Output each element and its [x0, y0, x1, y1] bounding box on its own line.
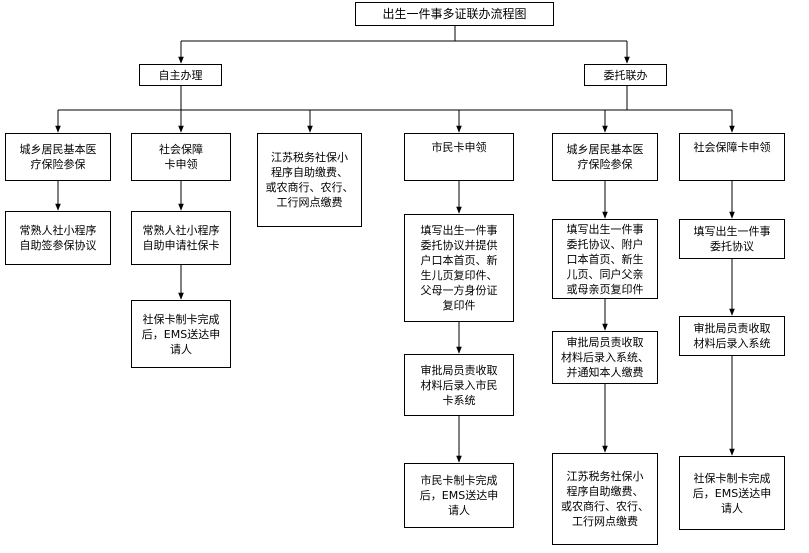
branch-self-service: 自主办理	[139, 64, 222, 86]
entrust-citizen-card-box: 市民卡申领	[404, 133, 514, 181]
entrust-medical-step-2: 审批局员责收取 材料后录入系统、 并通知本人缴费	[552, 331, 658, 384]
flowchart-title: 出生一件事多证联办流程图	[355, 2, 554, 26]
self-medical-step-1: 常熟人社小程序 自助签参保协议	[5, 211, 111, 265]
self-social-card-step-1: 常熟人社小程序 自助申请社保卡	[131, 211, 231, 265]
entrust-social-card-step-1: 填写出生一件事 委托协议	[679, 219, 785, 259]
self-medical-insurance-box: 城乡居民基本医 疗保险参保	[5, 133, 111, 181]
self-social-card-step-2: 社保卡制卡完成 后，EMS送达申 请人	[131, 300, 231, 368]
entrust-citizen-card-step-3: 市民卡制卡完成 后，EMS送达申 请人	[404, 463, 514, 528]
entrust-social-card-step-3: 社保卡制卡完成 后，EMS送达申 请人	[679, 456, 785, 530]
entrust-citizen-card-step-2: 审批局员责收取 材料后录入市民 卡系统	[404, 354, 514, 416]
self-tax-payment-box: 江苏税务社保小 程序自助缴费、 或农商行、农行、 工行网点缴费	[257, 133, 362, 227]
entrust-social-card-box: 社会保障卡申领	[679, 133, 785, 181]
self-social-card-box: 社会保障 卡申领	[131, 133, 231, 181]
entrust-medical-step-1: 填写出生一件事 委托协议、附户 口本首页、新生 儿页、同户父亲 或母亲页复印件	[552, 219, 658, 299]
entrust-medical-insurance-box: 城乡居民基本医 疗保险参保	[552, 133, 658, 181]
entrust-social-card-step-2: 审批局员责收取 材料后录入系统	[679, 316, 785, 356]
branch-entrusted: 委托联办	[584, 64, 667, 86]
entrust-medical-step-3: 江苏税务社保小 程序自助缴费、 或农商行、农行、 工行网点缴费	[552, 453, 658, 545]
entrust-citizen-card-step-1: 填写出生一件事 委托协议并提供 户口本首页、新 生儿页复印件、 父母一方身份证 …	[404, 214, 514, 322]
